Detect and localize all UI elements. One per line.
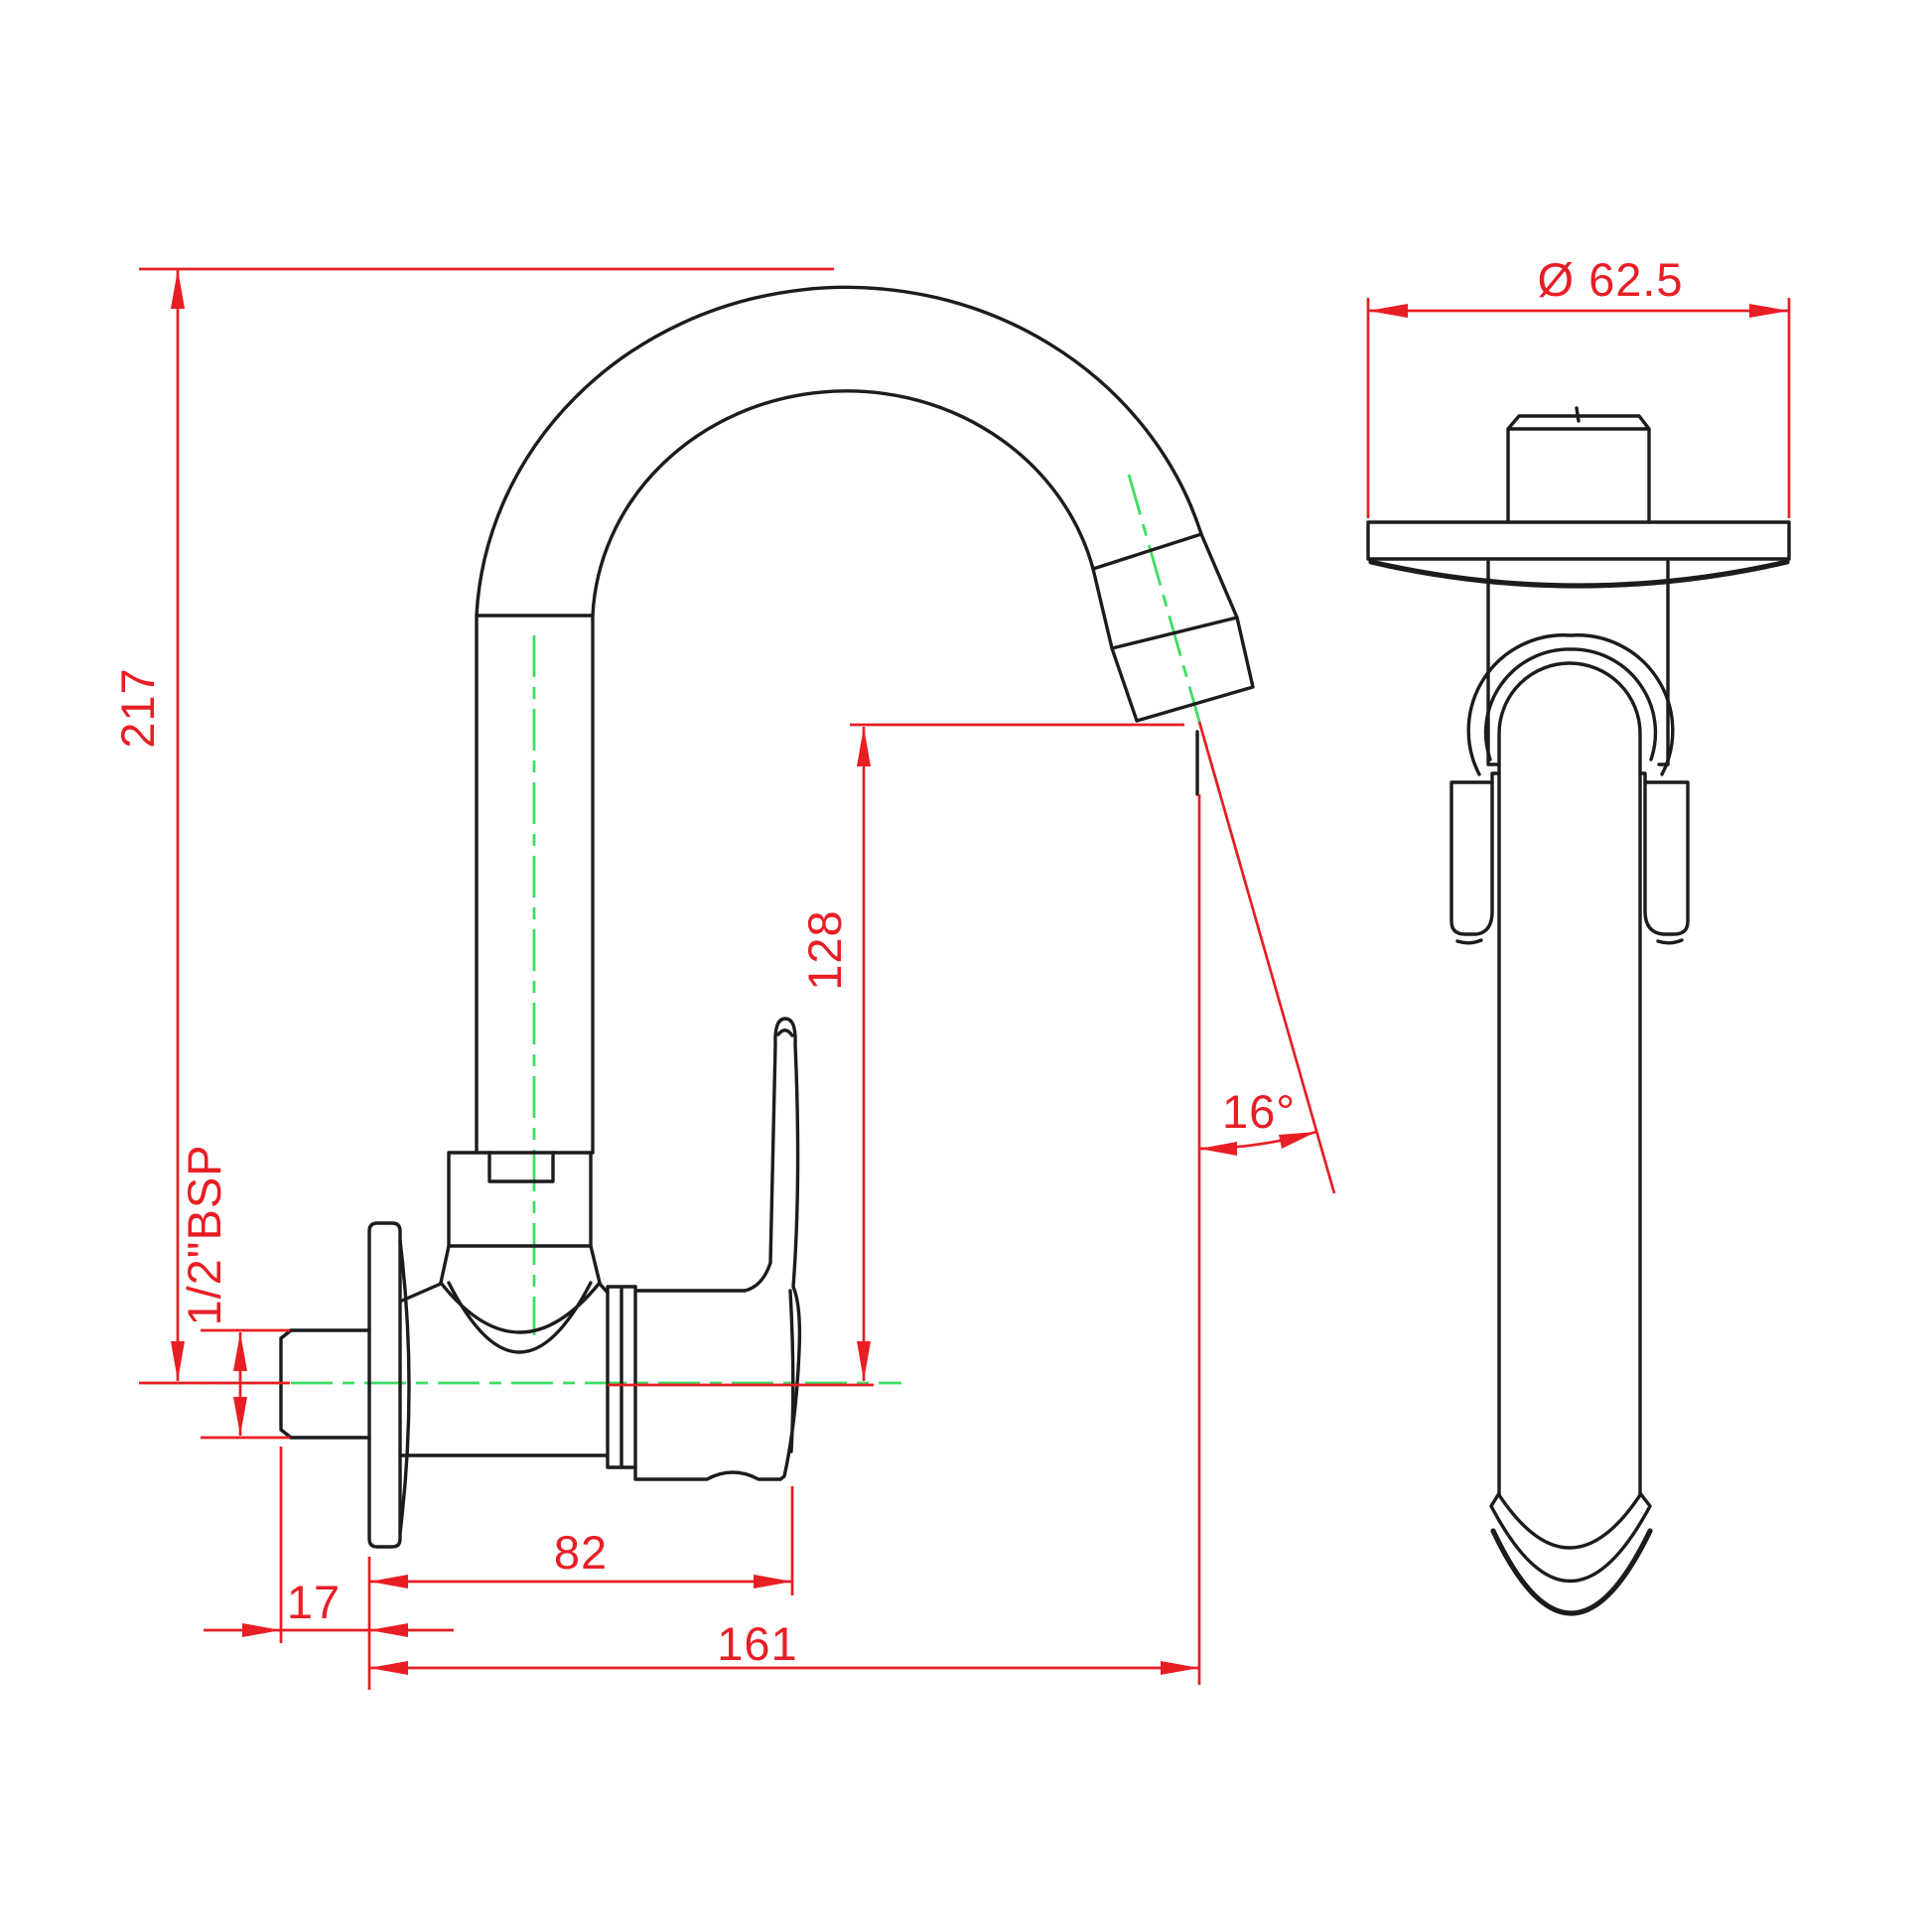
arrowhead <box>171 269 185 309</box>
arrowhead <box>754 1575 792 1588</box>
body-trim-rings <box>606 1285 637 1469</box>
dim-inlet-length-label: 17 <box>287 1576 341 1628</box>
arrowhead <box>369 1661 408 1675</box>
spout-tube-top <box>1497 764 1642 1497</box>
object-layer <box>279 285 1791 1616</box>
arrowhead <box>1749 304 1789 318</box>
spout-outline <box>475 285 1255 723</box>
swivel-ring-outer <box>1466 633 1675 776</box>
dim-outlet-height-label: 128 <box>798 909 851 990</box>
spout-collar-band-line-2 <box>1110 616 1239 650</box>
centerline-layer <box>144 474 1250 1385</box>
riser-tube <box>475 614 595 1155</box>
swivel-ring-inner <box>1483 647 1658 761</box>
spout-tip-rings-top <box>1489 1491 1652 1583</box>
dim-bsp-extensions <box>201 1328 290 1440</box>
inlet-stub <box>279 1328 371 1440</box>
dim-angle-slant-line <box>1197 721 1336 1194</box>
dim-diameter-extensions <box>1366 298 1791 518</box>
dim-overall-height-label: 217 <box>111 667 164 748</box>
handle-neck-fillet <box>743 1261 772 1293</box>
arrowhead <box>233 1397 247 1436</box>
front-view <box>279 285 1255 1549</box>
swivel-nut <box>447 1151 593 1248</box>
dim-body-length-label: 82 <box>554 1526 608 1579</box>
dimension-arrowheads <box>171 269 1789 1675</box>
flange-plate-top <box>1366 520 1791 561</box>
arrowhead <box>857 1341 871 1381</box>
swivel-nut-skirt <box>439 1244 602 1285</box>
dim-flange-diameter-label: Ø 62.5 <box>1537 253 1683 306</box>
arrowhead <box>1161 1661 1199 1675</box>
spout-bend-top <box>1497 661 1642 768</box>
body-saddle-curves <box>439 1281 602 1354</box>
spout-tip-bottom-arc <box>1490 1528 1653 1616</box>
cartridge-block <box>633 1285 782 1481</box>
flange-underside-arc <box>1368 559 1790 589</box>
block-tabs <box>1490 771 1647 784</box>
arrowhead <box>369 1575 408 1588</box>
stem-nut-top <box>1506 406 1651 524</box>
arrowhead <box>1279 1132 1316 1149</box>
section-markers <box>787 708 1201 1391</box>
arrowhead <box>1199 1142 1237 1156</box>
top-view <box>1366 406 1791 1616</box>
dimension-labels: 217 1/2"BSP 128 82 17 161 16° Ø 62.5 <box>111 253 1683 1670</box>
right-side-block <box>1643 780 1690 945</box>
wall-flange-front-bulge <box>398 1239 411 1535</box>
spout-collar-band-line-1 <box>1091 532 1203 571</box>
arrowhead <box>242 1623 281 1637</box>
dim-outlet-angle-label: 16° <box>1222 1085 1296 1138</box>
left-side-block <box>1449 780 1494 945</box>
wall-tube-columns <box>1486 560 1670 766</box>
arrowhead <box>369 1623 408 1637</box>
swivel-nut-step <box>487 1151 555 1183</box>
handle-lever <box>768 1017 802 1481</box>
arrowhead <box>233 1332 247 1371</box>
dimension-layer <box>139 267 1791 1690</box>
dim-overall-reach-label: 161 <box>717 1617 797 1670</box>
wall-flange-front <box>367 1221 402 1549</box>
dim-inlet-thread-label: 1/2"BSP <box>178 1144 230 1325</box>
arrowhead <box>857 727 871 766</box>
arrowhead <box>1368 304 1408 318</box>
arrowhead <box>171 1341 185 1381</box>
